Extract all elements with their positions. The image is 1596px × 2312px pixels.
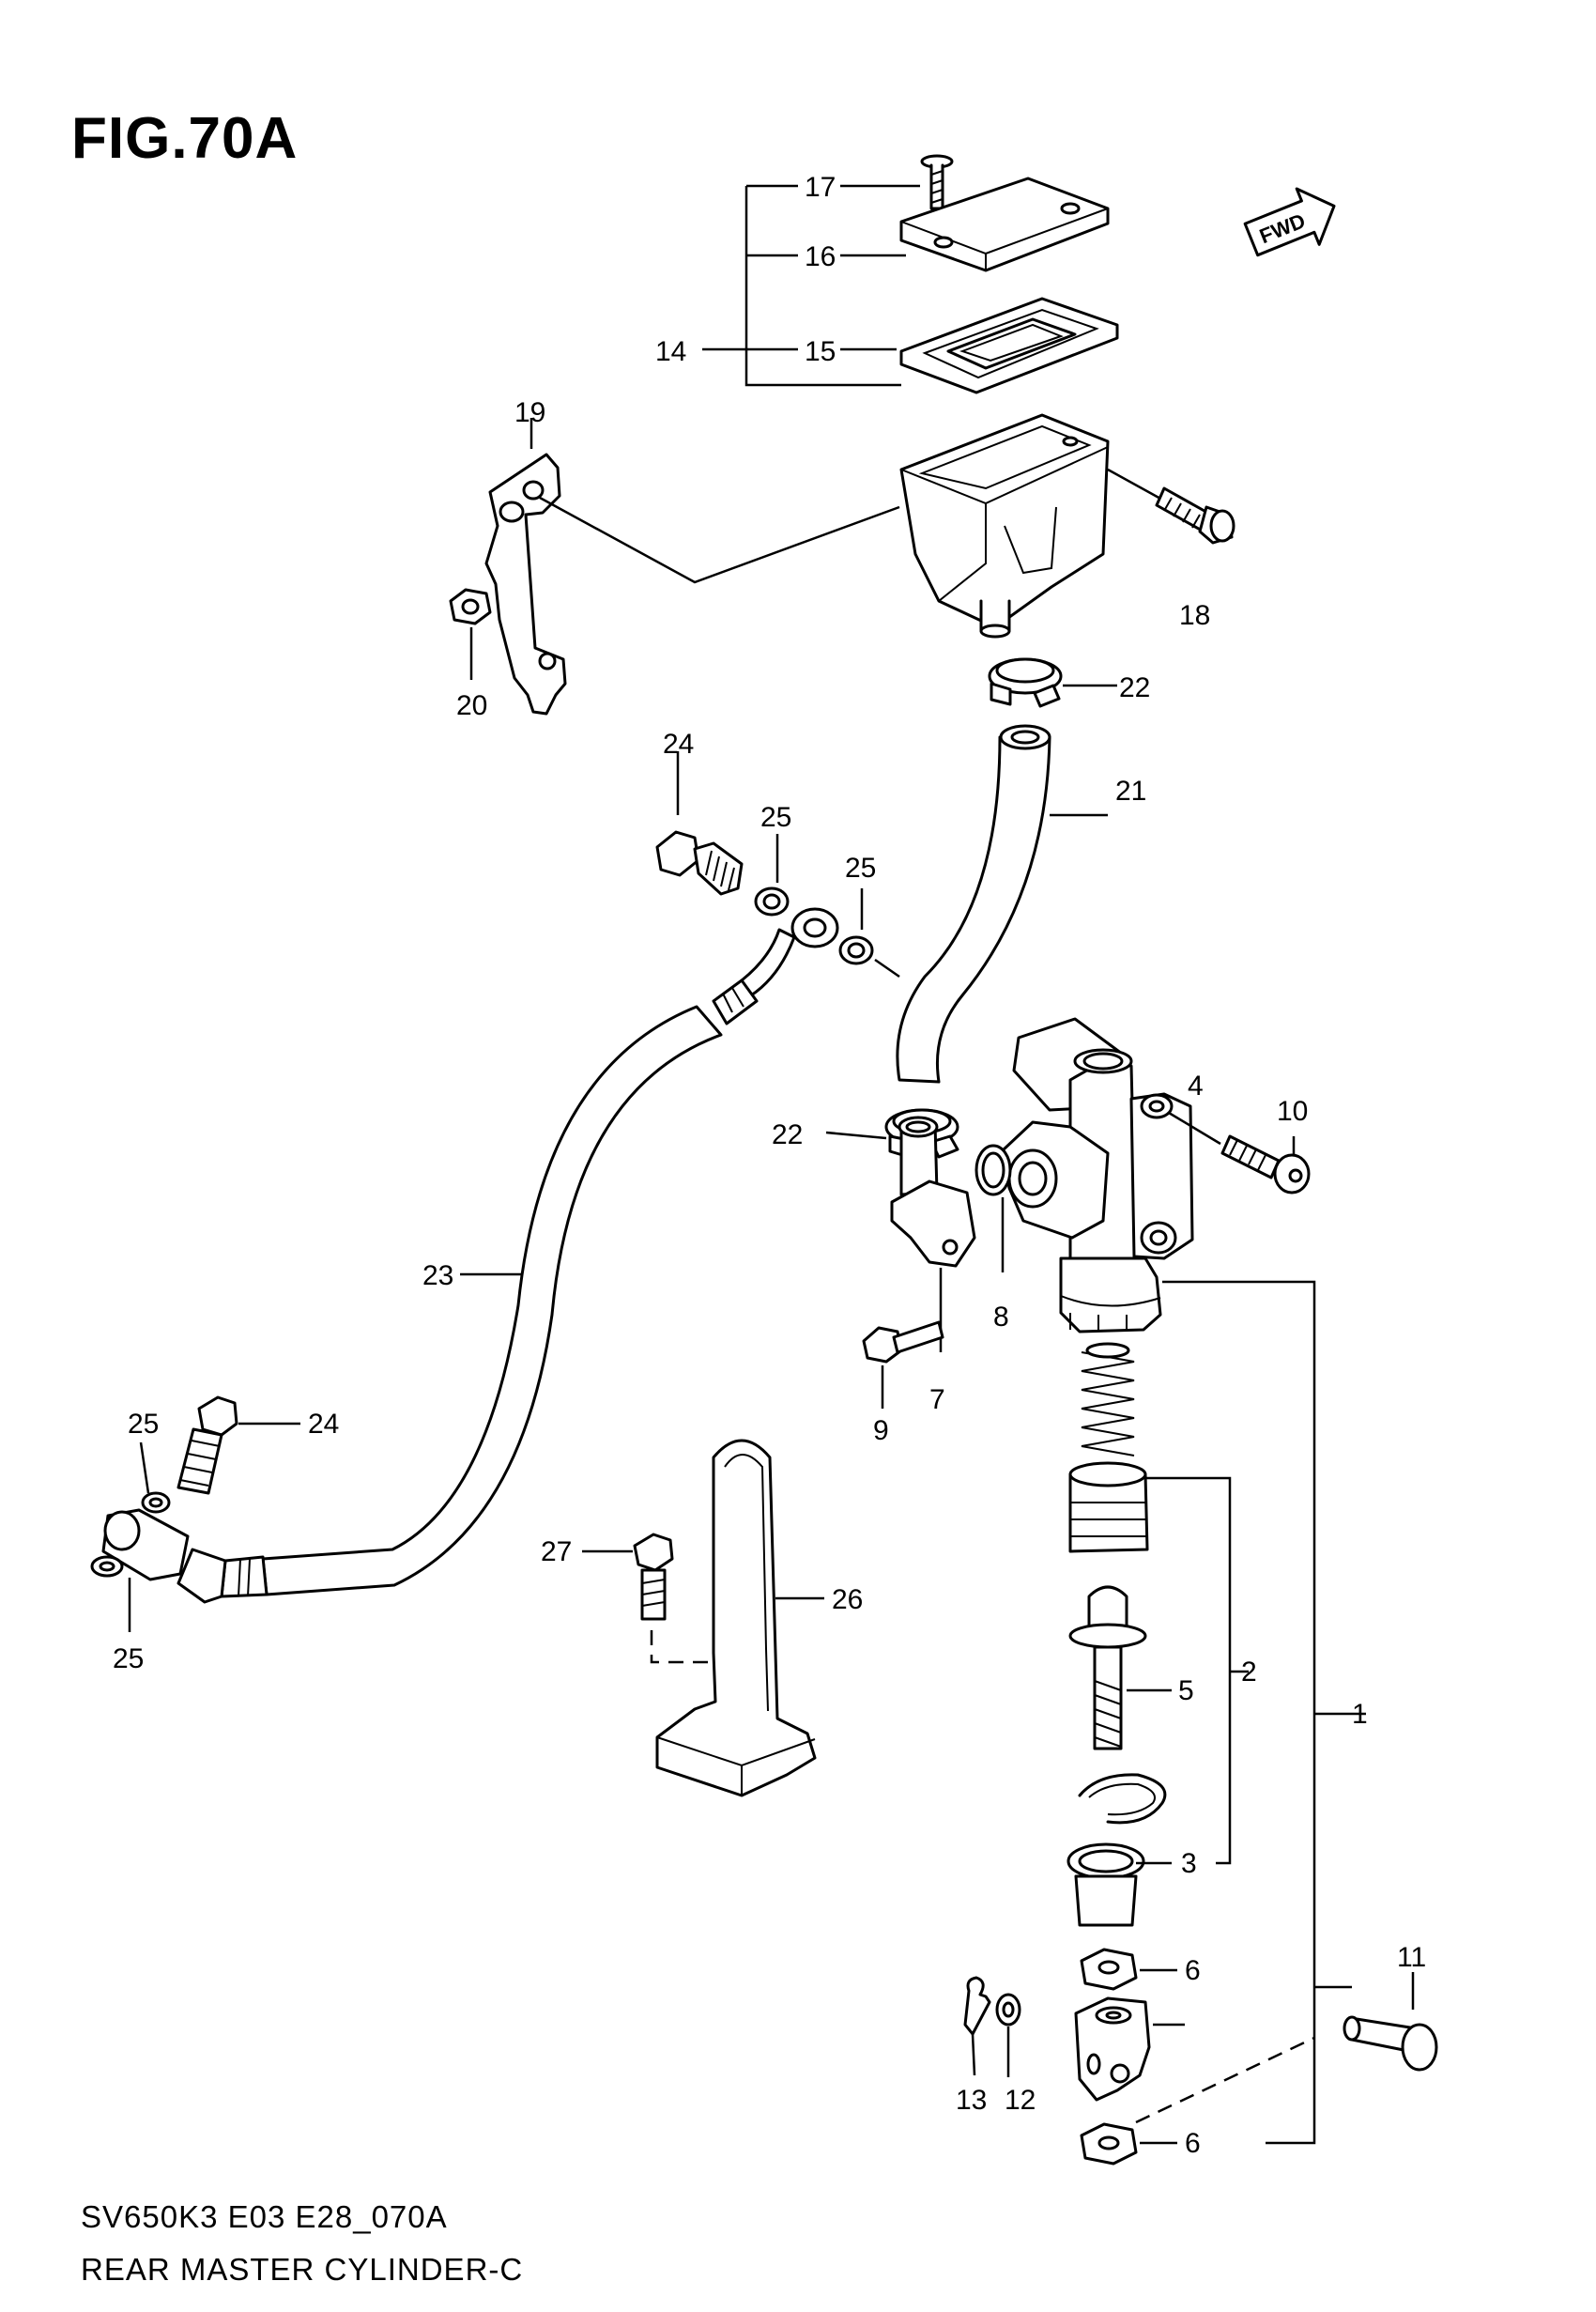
- callout-24: 24: [663, 729, 694, 760]
- callout-23: 23: [422, 1260, 453, 1291]
- part-10-bolt: [1220, 1134, 1311, 1195]
- callout-12: 12: [1005, 2085, 1036, 2116]
- callout-9: 9: [873, 1415, 889, 1446]
- part-25-washer-b: [838, 888, 874, 965]
- callout-22: 22: [1119, 672, 1150, 703]
- callout-26: 26: [832, 1584, 863, 1615]
- callout-25: 25: [128, 1409, 159, 1440]
- part-24-banjo-bolt-bottom: [176, 1395, 300, 1495]
- callout-7: 7: [929, 1384, 945, 1415]
- part-13-cotter-pin: [963, 1976, 991, 2076]
- callout-4: 4: [1188, 1071, 1204, 1102]
- part-4-clevis: [1074, 1996, 1185, 2102]
- part-banjo-fitting: [101, 1508, 190, 1581]
- callout-19: 19: [514, 397, 545, 428]
- callout-11: 11: [1397, 1942, 1426, 1973]
- part-25-washer-a: [754, 834, 790, 917]
- part-reservoir-body: [899, 413, 1110, 639]
- part-6-nut-upper: [1080, 1948, 1177, 1991]
- callout-13: 13: [956, 2085, 987, 2116]
- callout-5: 5: [1178, 1675, 1194, 1706]
- part-25-washer-c: [139, 1441, 171, 1514]
- part-17-screw: [920, 154, 954, 210]
- callout-27: 27: [541, 1536, 572, 1567]
- callout-16: 16: [805, 241, 836, 272]
- part-16-reservoir-cap: [899, 177, 1110, 272]
- part-26-bracket: [655, 1439, 824, 1797]
- part-3-boot: [1067, 1842, 1172, 1927]
- callout-20: 20: [456, 690, 487, 721]
- callout-3: 3: [1181, 1848, 1197, 1879]
- part-6-nut-lower: [1080, 2122, 1177, 2166]
- callout-8: 8: [993, 1302, 1009, 1333]
- part-piston: [1068, 1461, 1149, 1553]
- part-9-screw: [862, 1320, 944, 1409]
- diagram-name: REAR MASTER CYLINDER-C: [81, 2252, 524, 2287]
- forward-arrow-icon: FWD: [1243, 187, 1336, 257]
- part-27-screw: [582, 1533, 714, 1664]
- callout-25: 25: [113, 1643, 144, 1674]
- callout-17: 17: [805, 172, 836, 203]
- part-7-hose-connector: [890, 1116, 976, 1352]
- callout-22: 22: [772, 1119, 803, 1150]
- part-11-clevis-pin: [1343, 1972, 1438, 2072]
- part-20-nut: [449, 588, 492, 680]
- part-22-hose-clamp-lower: [825, 1108, 959, 1159]
- callout-14: 14: [655, 336, 686, 367]
- part-8-o-ring: [974, 1144, 1012, 1272]
- callout-15: 15: [805, 336, 836, 367]
- part-19-bracket: [484, 453, 567, 716]
- bracket-to-reservoir-line: [539, 496, 900, 584]
- part-18-bolt: [1107, 468, 1235, 545]
- callout-18: 18: [1179, 600, 1210, 631]
- callout-21: 21: [1115, 776, 1146, 807]
- part-23-brake-hose: [176, 907, 839, 1604]
- callout-6: 6: [1185, 1955, 1201, 1986]
- callout-25: 25: [760, 802, 791, 833]
- part-1-master-cylinder-body: [1001, 1017, 1194, 1333]
- part-24-banjo-bolt-top: [655, 751, 744, 896]
- part-spring: [1081, 1342, 1135, 1457]
- callout-6: 6: [1185, 2128, 1201, 2159]
- part-snap-ring: [1078, 1773, 1167, 1825]
- callout-10: 10: [1277, 1096, 1308, 1127]
- reservoir-group-bracket: [744, 186, 901, 387]
- part-21-reservoir-hose: [896, 724, 1108, 1084]
- part-22-hose-clamp-top: [988, 657, 1117, 708]
- part-12-washer: [995, 1993, 1021, 2077]
- diagram-code: SV650K3 E03 E28_070A: [81, 2199, 448, 2234]
- part-15-diaphragm: [899, 297, 1119, 394]
- bolt-10-leader: [1168, 1111, 1221, 1146]
- callout-25: 25: [845, 853, 876, 884]
- callout-2: 2: [1241, 1657, 1257, 1688]
- figure-title: FIG.70A: [71, 106, 299, 171]
- part-25-washer-d: [90, 1555, 131, 1632]
- callout-1: 1: [1352, 1699, 1368, 1730]
- callout-24: 24: [308, 1409, 339, 1440]
- part-5-push-rod: [1068, 1585, 1172, 1750]
